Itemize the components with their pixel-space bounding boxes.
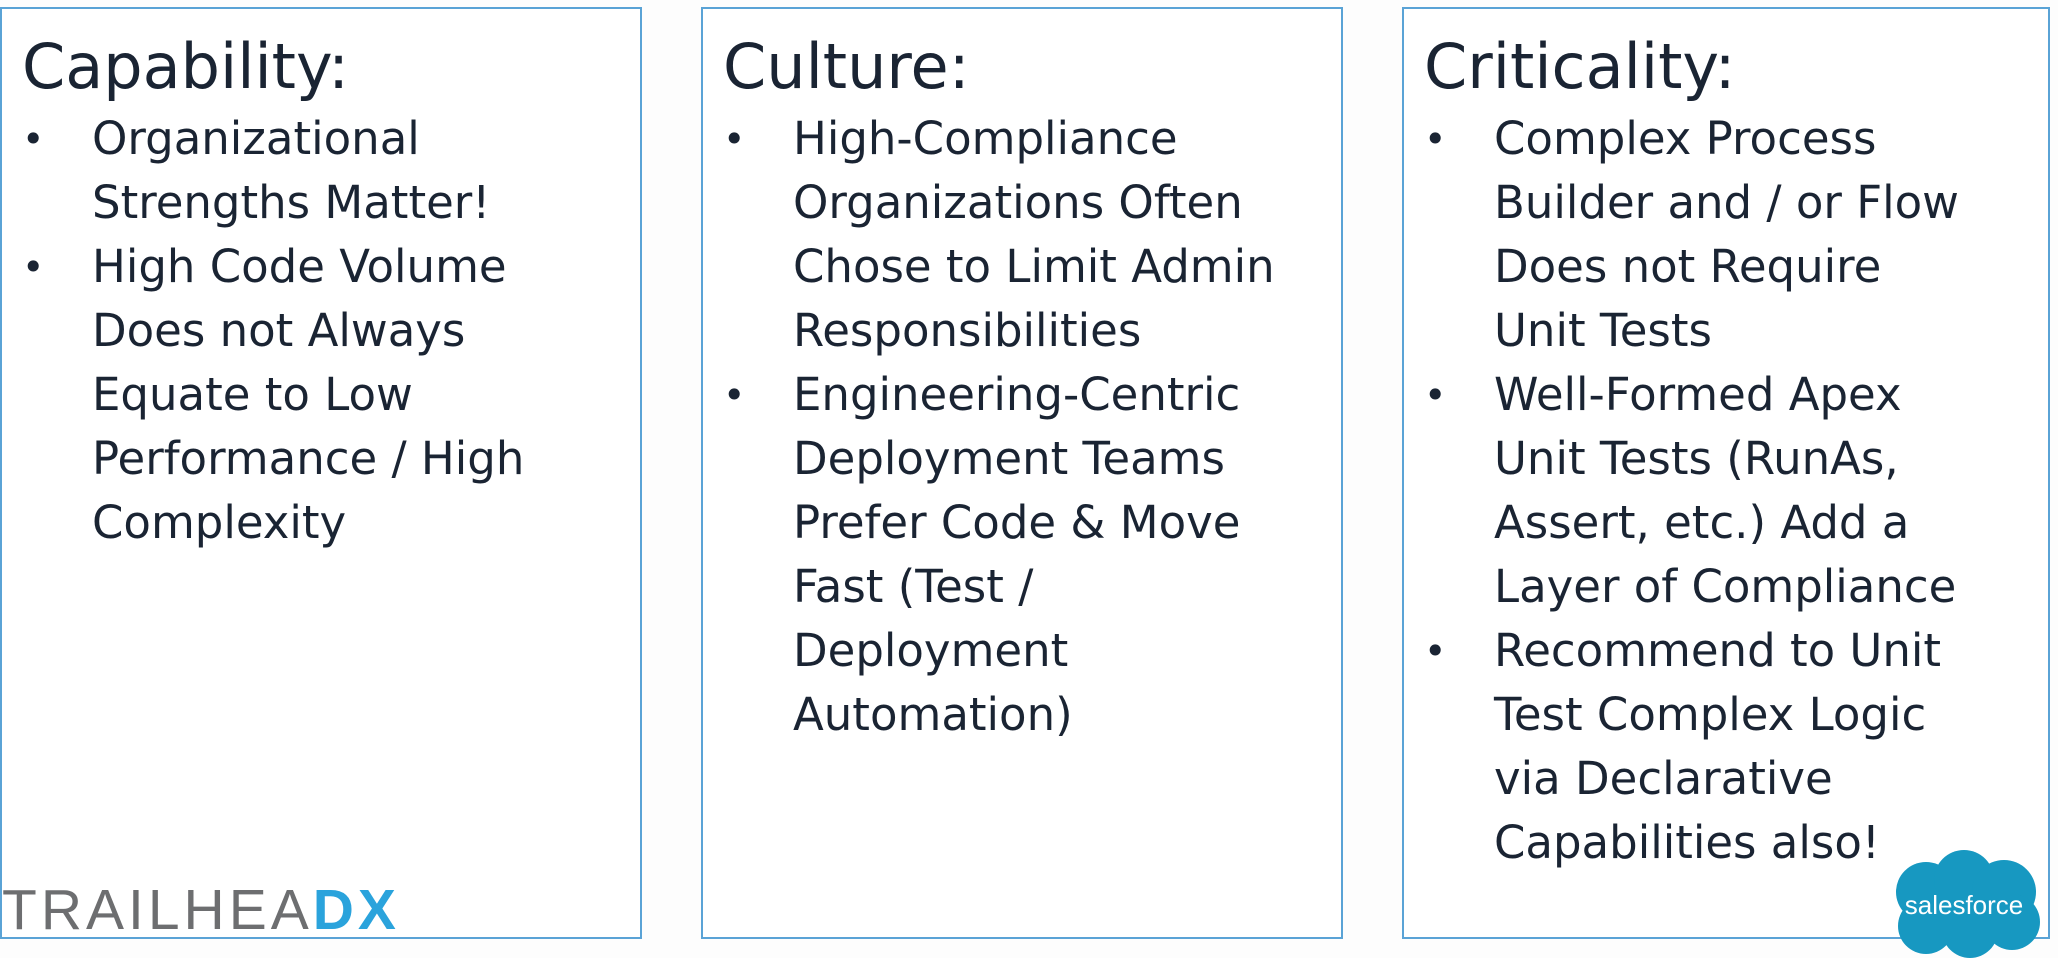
bullet-item: • Well-Formed Apex Unit Tests (RunAs, Ass… (1404, 363, 2048, 619)
trailheadx-logo: TRAILHEADX (2, 880, 400, 940)
criticality-panel: Criticality: • Complex Process Builder an… (1402, 7, 2050, 939)
bullet-icon: • (1424, 373, 1447, 417)
bullet-icon: • (723, 117, 746, 161)
culture-panel: Culture: • High-Compliance Organizations … (701, 7, 1343, 939)
bullet-icon: • (22, 245, 45, 289)
bullet-text: Complex Process Builder and / or Flow Do… (1494, 112, 1959, 357)
bullet-text: Well-Formed Apex Unit Tests (RunAs, Asse… (1494, 368, 1957, 613)
salesforce-logo-text: salesforce (1904, 890, 2024, 920)
panel-title: Capability: (22, 30, 350, 103)
bullet-text: Recommend to Unit Test Complex Logic via… (1494, 624, 1942, 869)
salesforce-cloud-icon (1896, 850, 2040, 958)
bullet-list: • Complex Process Builder and / or Flow D… (1404, 107, 2048, 875)
bullet-item: • Complex Process Builder and / or Flow D… (1404, 107, 2048, 363)
bullet-list: • Organizational Strengths Matter! • High … (2, 107, 640, 555)
capability-panel: Capability: • Organizational Strengths Ma… (0, 7, 642, 939)
bullet-item: • High-Compliance Organizations Often Cho… (703, 107, 1341, 363)
bullet-text: Organizational Strengths Matter! (92, 112, 491, 229)
logo-accent-text: DX (312, 878, 400, 942)
bullet-icon: • (723, 373, 746, 417)
bullet-text: Engineering-Centric Deployment Teams Pre… (793, 368, 1241, 741)
bullet-icon: • (22, 117, 45, 161)
bullet-item: • Engineering-Centric Deployment Teams Pr… (703, 363, 1341, 747)
bullet-list: • High-Compliance Organizations Often Cho… (703, 107, 1341, 747)
bullet-icon: • (1424, 629, 1447, 673)
bullet-item: • Recommend to Unit Test Complex Logic vi… (1404, 619, 2048, 875)
bullet-item: • Organizational Strengths Matter! (2, 107, 640, 235)
panel-title: Culture: (723, 30, 970, 103)
logo-text: TRAILHEA (2, 878, 313, 942)
bullet-text: High Code Volume Does not Always Equate … (92, 240, 525, 549)
bullet-text: High-Compliance Organizations Often Chos… (793, 112, 1275, 357)
bullet-item: • High Code Volume Does not Always Equate… (2, 235, 640, 555)
panel-title: Criticality: (1424, 30, 1736, 103)
bullet-icon: • (1424, 117, 1447, 161)
